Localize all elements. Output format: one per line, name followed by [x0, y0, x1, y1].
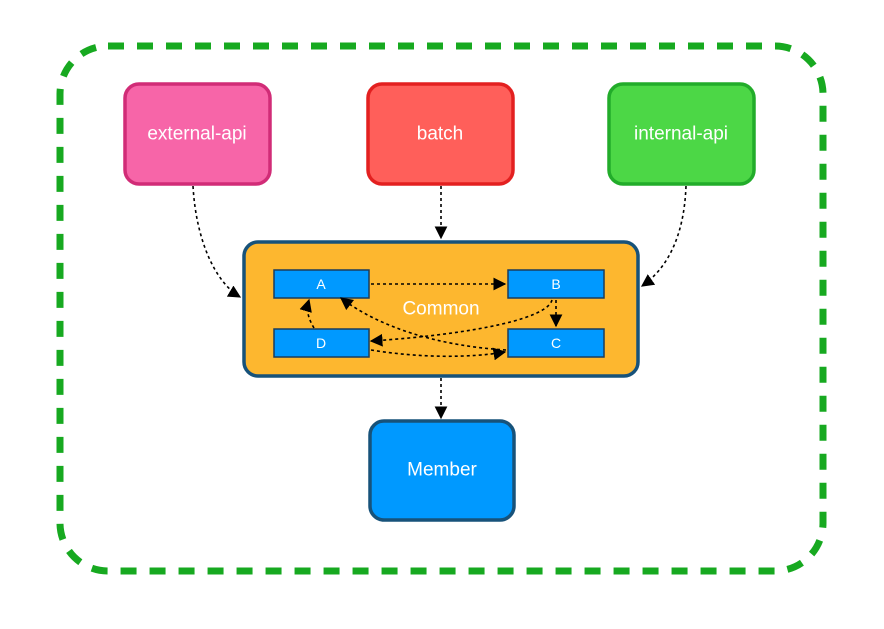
module-a: A	[273, 269, 370, 299]
edge-c-to-a	[339, 297, 507, 351]
module-d: D	[273, 328, 370, 358]
module-boundary	[56, 42, 827, 575]
common-label: Common	[402, 299, 479, 320]
module-a-label: A	[316, 276, 326, 292]
edge-external-api-to-common	[192, 185, 242, 298]
edge-d-to-c	[370, 347, 507, 361]
edge-internal-api-to-common	[640, 185, 687, 287]
external-api-node: external-api	[123, 82, 272, 186]
external-api-label: external-api	[147, 124, 246, 145]
module-d-label: D	[316, 335, 326, 351]
batch-label: batch	[417, 124, 463, 145]
internal-api-label: internal-api	[634, 124, 728, 145]
module-c: C	[507, 328, 605, 358]
module-c-label: C	[551, 335, 561, 351]
edge-d-to-a	[299, 298, 315, 329]
batch-node: batch	[366, 82, 515, 186]
module-b: B	[507, 269, 605, 299]
member-label: Member	[407, 460, 477, 481]
module-b-label: B	[551, 276, 560, 292]
internal-api-node: internal-api	[607, 82, 756, 186]
member-node: Member	[368, 419, 516, 522]
